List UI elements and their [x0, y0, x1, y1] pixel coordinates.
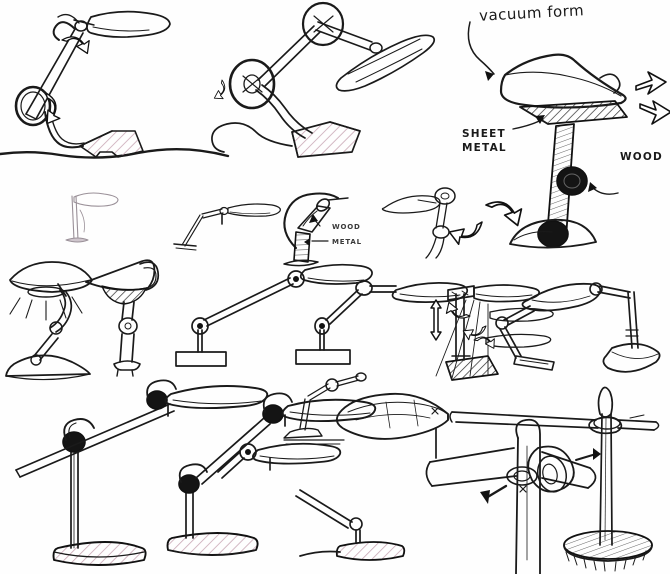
sketch-lamp-arm-a: [175, 263, 373, 367]
sketch-lamp-arm-b: [295, 280, 469, 365]
sketch-lamp-top-right: [448, 21, 670, 249]
sketch-thumb-small-arm: [283, 372, 367, 445]
annotation-wood-small: WOOD: [332, 223, 361, 231]
sketch-lamp-big-mid: [166, 392, 406, 561]
sketch-lamp-top-center: [211, 1, 436, 158]
sketch-lamp-cone: [85, 259, 160, 377]
annotation-sheet-metal-line-1: SHEET: [462, 128, 506, 140]
sketch-lamp-top-left: [0, 10, 230, 159]
sketch-thumb-oval-shade: [381, 187, 456, 259]
sketch-thumb-pencil-lamp: [65, 192, 119, 243]
annotation-metal-small: METAL: [332, 238, 362, 246]
sketch-lamp-big-left: [15, 379, 269, 566]
annotation-sheet-metal: SHEET METAL: [462, 127, 507, 155]
annotation-sheet-metal-line-2: METAL: [462, 142, 507, 155]
sketch-detail-joint: [283, 192, 349, 267]
sketch-lamp-dome: [5, 261, 93, 381]
sketch-lamp-post-round: [335, 386, 660, 572]
sketch-lamp-post-arrows: [430, 284, 554, 381]
sketch-lamp-folding: [495, 282, 661, 373]
sketch-detail-collar: [425, 418, 601, 574]
sketch-thumb-thin-arm: [173, 203, 281, 251]
annotation-wood-large: WOOD: [620, 151, 663, 163]
